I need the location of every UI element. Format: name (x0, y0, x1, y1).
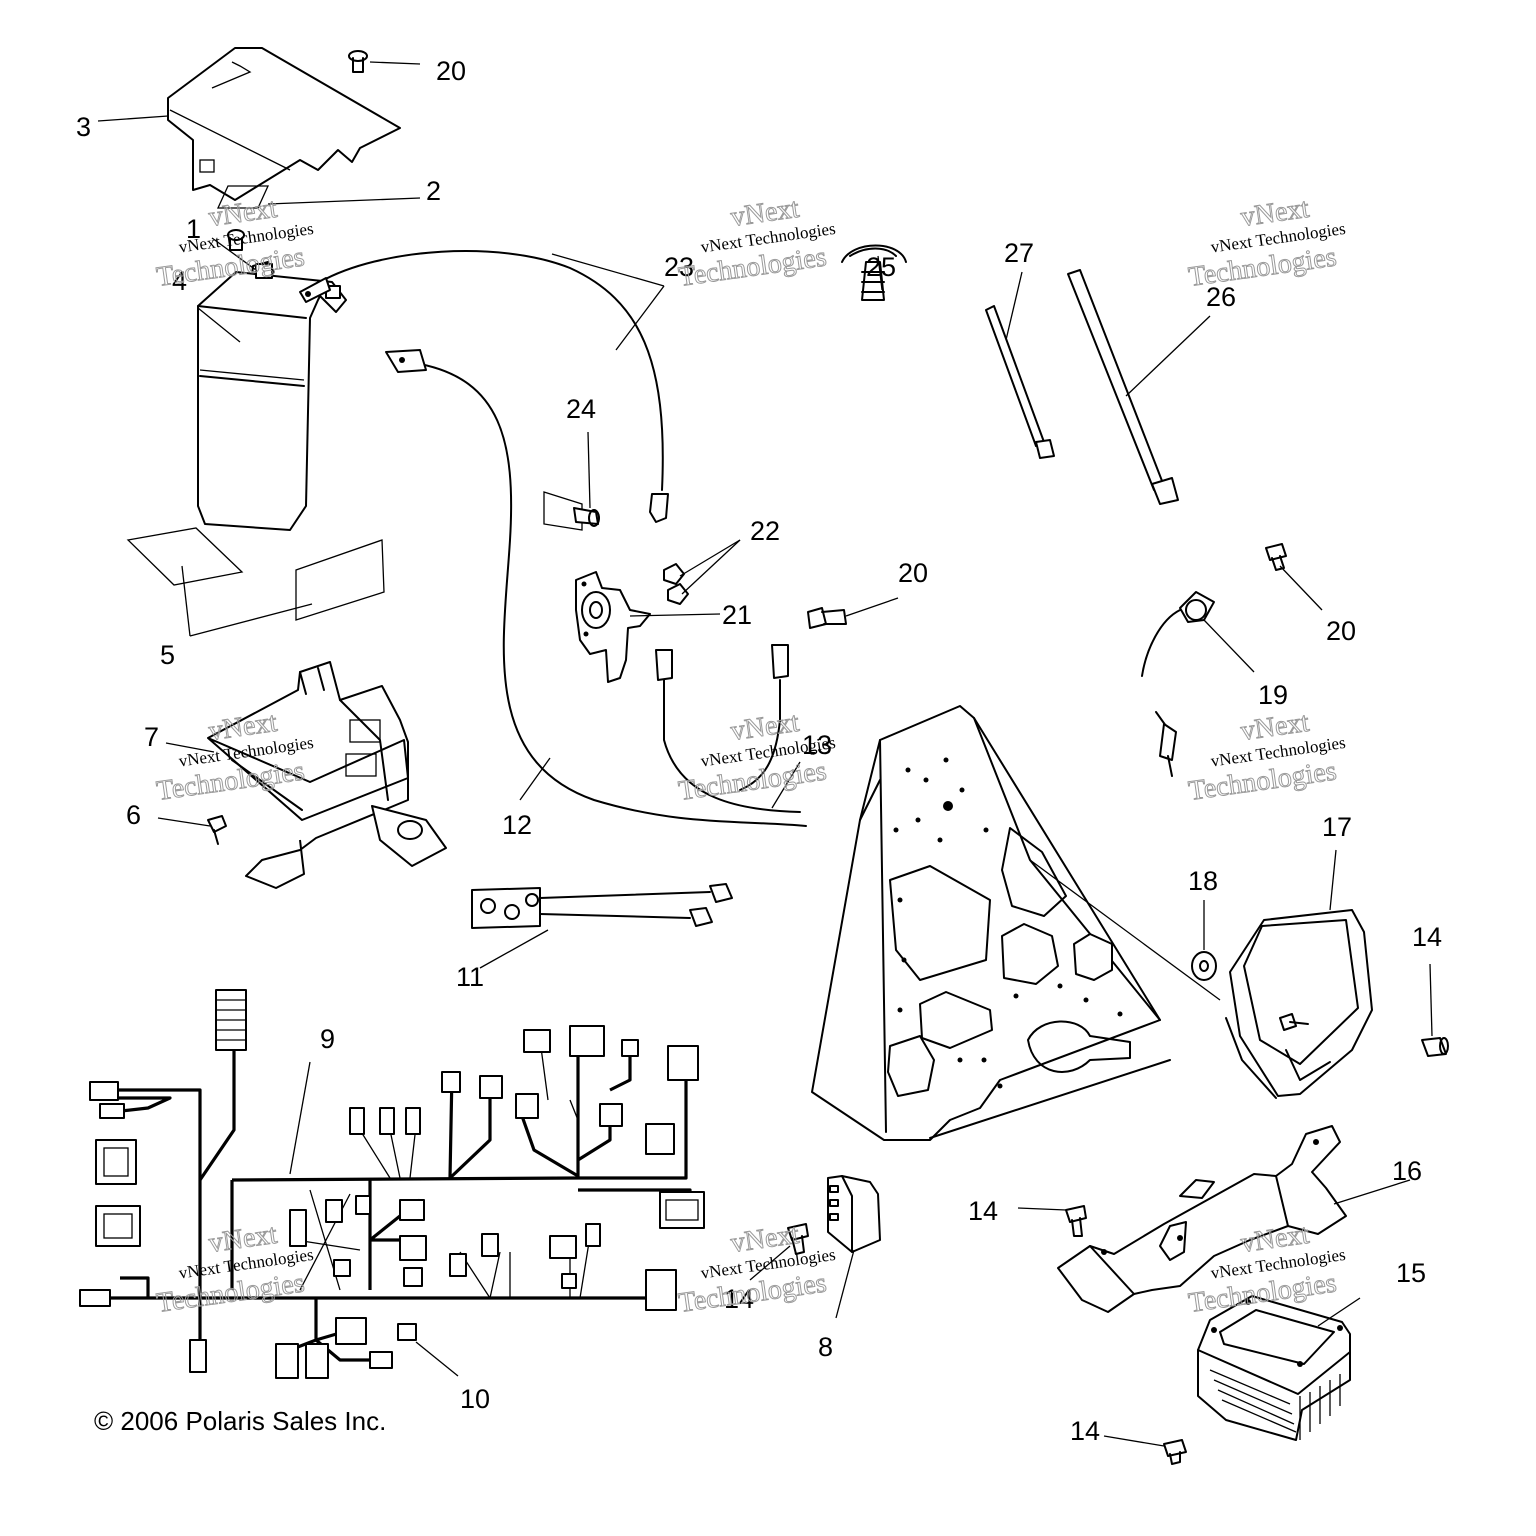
watermark-5: vNext vNext Technologies Technologies (676, 706, 837, 807)
callout-numbers: 20 3 2 1 4 5 7 6 23 24 22 21 20 25 27 26… (76, 56, 1442, 1446)
battery-tray-part-7 (207, 661, 447, 889)
solenoid-part-21 (575, 571, 651, 683)
mounting-plate (811, 705, 1221, 1141)
bolt-part-6 (207, 815, 227, 845)
callout-25: 25 (866, 252, 896, 282)
callout-15: 15 (1396, 1258, 1426, 1288)
copyright-text: © 2006 Polaris Sales Inc. (94, 1406, 386, 1436)
bracket-part-16 (1057, 1125, 1347, 1313)
watermark-6: vNext vNext Technologies Technologies (1186, 706, 1347, 807)
callout-13: 13 (802, 730, 832, 760)
nuts-part-22 (663, 563, 689, 605)
housing-part-15 (1197, 1295, 1351, 1441)
grommet-part-18 (1191, 951, 1217, 981)
callout-26: 26 (1206, 282, 1236, 312)
watermark-2: vNext vNext Technologies Technologies (676, 192, 837, 293)
bolt-part-14-bottom (1163, 1439, 1187, 1465)
bolt-part-14-middle (1065, 1205, 1087, 1237)
bolt-part-20-top (348, 50, 368, 73)
callout-3: 3 (76, 112, 91, 142)
bolt-part-24 (543, 491, 600, 531)
battery-cable-part-12 (385, 349, 807, 827)
callout-14: 14 (1412, 922, 1442, 952)
watermark-3: vNext vNext Technologies Technologies (1186, 192, 1347, 293)
battery-cable-part-23 (299, 250, 669, 523)
callout-20: 20 (1326, 616, 1356, 646)
callout-22: 22 (750, 516, 780, 546)
labels-part-5 (126, 527, 385, 621)
bolt-part-14-right (1421, 1037, 1449, 1057)
callout-10: 10 (460, 1384, 490, 1414)
battery-cable-part-13 (655, 644, 801, 813)
connector-pigtail (1155, 711, 1177, 777)
callout-14: 14 (968, 1196, 998, 1226)
relay-block-part-8 (827, 1175, 881, 1253)
callout-20: 20 (436, 56, 466, 86)
module-part-17 (1225, 909, 1373, 1099)
callout-17: 17 (1322, 812, 1352, 842)
callout-9: 9 (320, 1024, 335, 1054)
leader-lines (97, 61, 1433, 1447)
cable-tie-part-27 (985, 305, 1055, 459)
callout-14: 14 (1070, 1416, 1100, 1446)
ground-strap-part-11 (471, 883, 733, 929)
bolt-part-20-middle (807, 607, 847, 629)
wiring-harness-part-9 (79, 989, 705, 1379)
callout-18: 18 (1188, 866, 1218, 896)
bolt-part-14-left (787, 1223, 809, 1255)
callout-27: 27 (1004, 238, 1034, 268)
callout-16: 16 (1392, 1156, 1422, 1186)
sensor-part-19 (1141, 591, 1215, 677)
callout-23: 23 (664, 252, 694, 282)
callout-19: 19 (1258, 680, 1288, 710)
callout-8: 8 (818, 1332, 833, 1362)
callout-4: 4 (172, 266, 187, 296)
callout-14: 14 (724, 1284, 754, 1314)
callout-5: 5 (160, 640, 175, 670)
label-part-2 (216, 185, 270, 209)
callout-6: 6 (126, 800, 141, 830)
battery-part-4 (197, 263, 347, 531)
callout-1: 1 (186, 214, 201, 244)
connector-part-10 (397, 1323, 417, 1341)
callout-20: 20 (898, 558, 928, 588)
watermark-8: vNext vNext Technologies Technologies (676, 1218, 837, 1319)
cable-tie-part-26 (1067, 269, 1179, 505)
callout-21: 21 (722, 600, 752, 630)
callout-11: 11 (456, 962, 484, 992)
callout-12: 12 (502, 810, 532, 840)
callout-24: 24 (566, 394, 596, 424)
callout-7: 7 (144, 722, 159, 752)
battery-cover-part-3 (167, 47, 401, 201)
bolt-part-20-right (1265, 543, 1287, 571)
callout-2: 2 (426, 176, 441, 206)
